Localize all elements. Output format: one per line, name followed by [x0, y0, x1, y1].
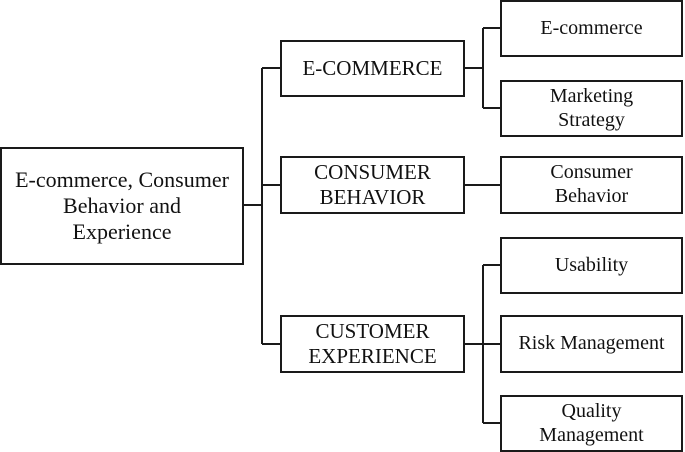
- category-node-ecommerce: E-COMMERCE: [280, 40, 465, 97]
- leaf-node-label: E-commerce: [540, 16, 643, 39]
- category-node-label: CUSTOMER EXPERIENCE: [308, 319, 437, 368]
- leaf-node-quality-management: Quality Management: [500, 395, 683, 452]
- leaf-node-risk-management: Risk Management: [500, 315, 683, 373]
- category-node-customer-experience: CUSTOMER EXPERIENCE: [280, 315, 465, 373]
- category-node-label: E-COMMERCE: [302, 56, 443, 81]
- leaf-node-label: Marketing Strategy: [549, 84, 634, 131]
- root-node: E-commerce, Consumer Behavior and Experi…: [0, 147, 244, 265]
- leaf-node-marketing-strategy: Marketing Strategy: [500, 80, 683, 137]
- leaf-node-label: Consumer Behavior: [550, 161, 633, 207]
- leaf-node-label: Quality Management: [539, 399, 644, 446]
- leaf-node-label: Usability: [554, 253, 629, 276]
- leaf-node-label: Risk Management: [518, 332, 665, 355]
- category-node-consumer-behavior: CONSUMER BEHAVIOR: [280, 156, 465, 214]
- category-node-label: CONSUMER BEHAVIOR: [314, 160, 431, 209]
- leaf-node-ecommerce: E-commerce: [500, 0, 683, 57]
- root-node-label: E-commerce, Consumer Behavior and Experi…: [15, 167, 229, 244]
- leaf-node-usability: Usability: [500, 237, 683, 294]
- leaf-node-consumer-behavior: Consumer Behavior: [500, 156, 683, 214]
